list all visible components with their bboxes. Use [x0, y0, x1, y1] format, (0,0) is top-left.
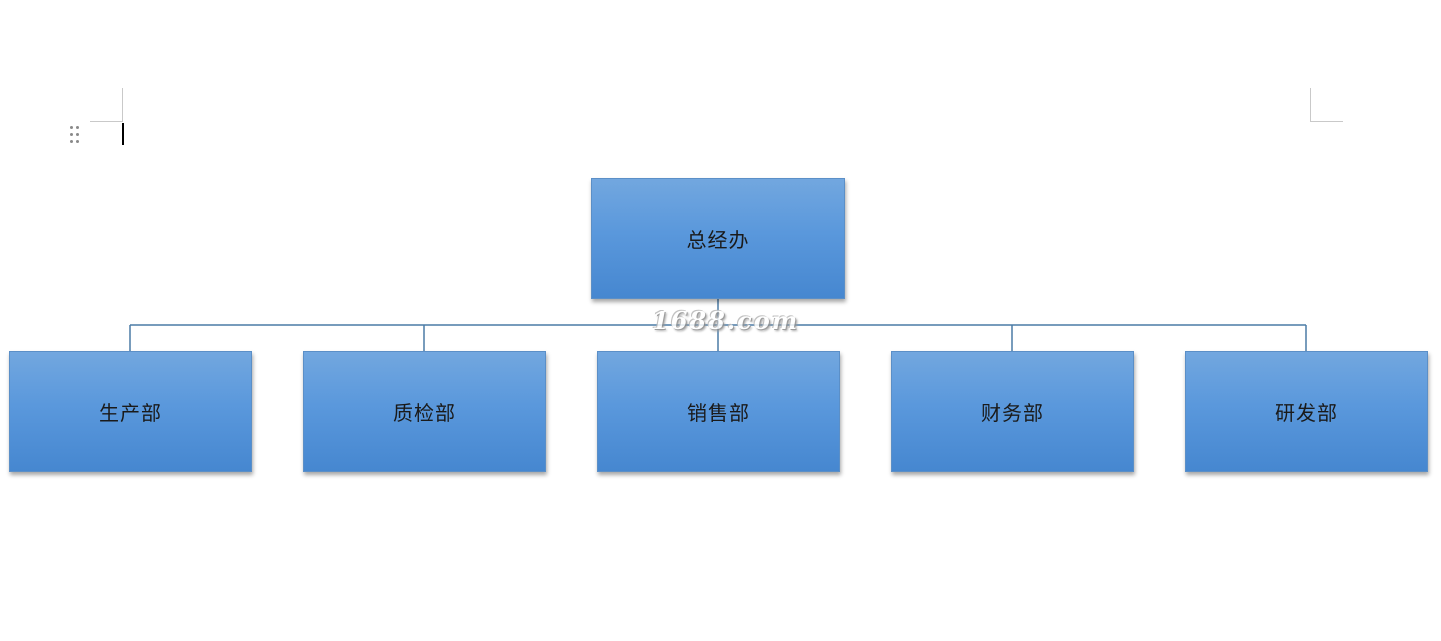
page-corner-mark-top-right [1310, 121, 1343, 122]
page-corner-mark-top-left [90, 121, 122, 122]
org-node-child[interactable]: 销售部 [597, 351, 840, 472]
page-corner-mark-top-left [122, 88, 123, 122]
org-node-child[interactable]: 生产部 [9, 351, 252, 472]
page-corner-mark-top-right [1310, 88, 1311, 122]
text-cursor [122, 123, 124, 145]
drag-handle-icon[interactable] [68, 125, 82, 145]
watermark-text: 1688.com [652, 306, 800, 335]
org-node-root[interactable]: 总经办 [591, 178, 845, 299]
org-node-child[interactable]: 财务部 [891, 351, 1134, 472]
org-node-child[interactable]: 质检部 [303, 351, 546, 472]
org-node-child[interactable]: 研发部 [1185, 351, 1428, 472]
